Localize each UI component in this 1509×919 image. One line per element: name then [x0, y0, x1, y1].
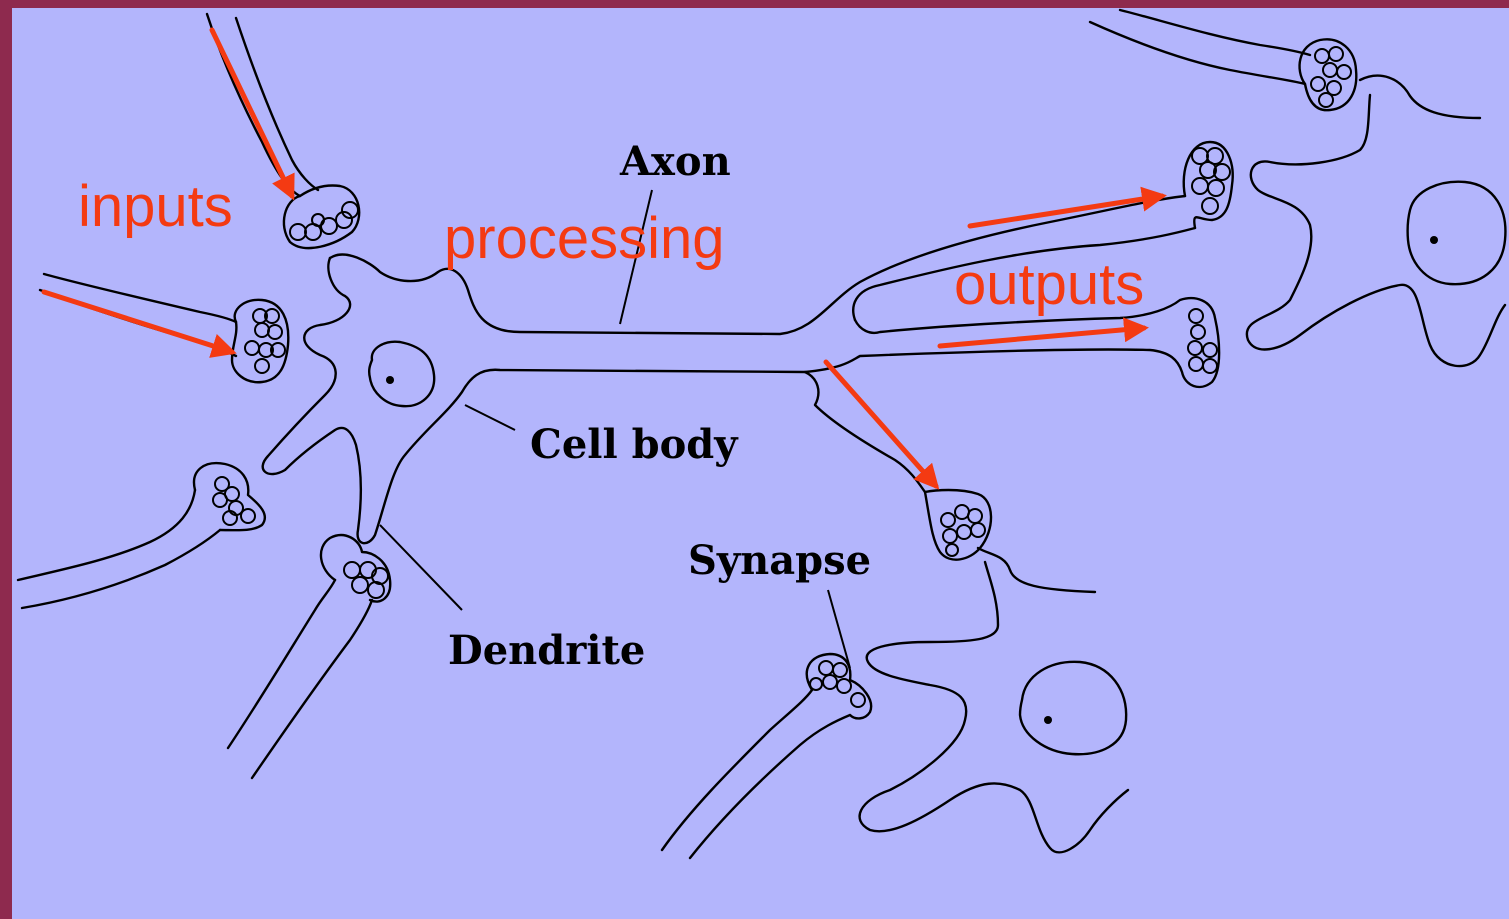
- processing-label: processing: [444, 206, 724, 271]
- axon-label: Axon: [619, 138, 731, 185]
- inputs-label: inputs: [78, 174, 233, 239]
- outputs-label: outputs: [954, 252, 1144, 317]
- dendrite-label: Dendrite: [448, 627, 645, 674]
- cell-body-label: Cell body: [530, 421, 739, 468]
- cell-body-nucleolus: [386, 376, 394, 384]
- synapse-label: Synapse: [688, 537, 871, 584]
